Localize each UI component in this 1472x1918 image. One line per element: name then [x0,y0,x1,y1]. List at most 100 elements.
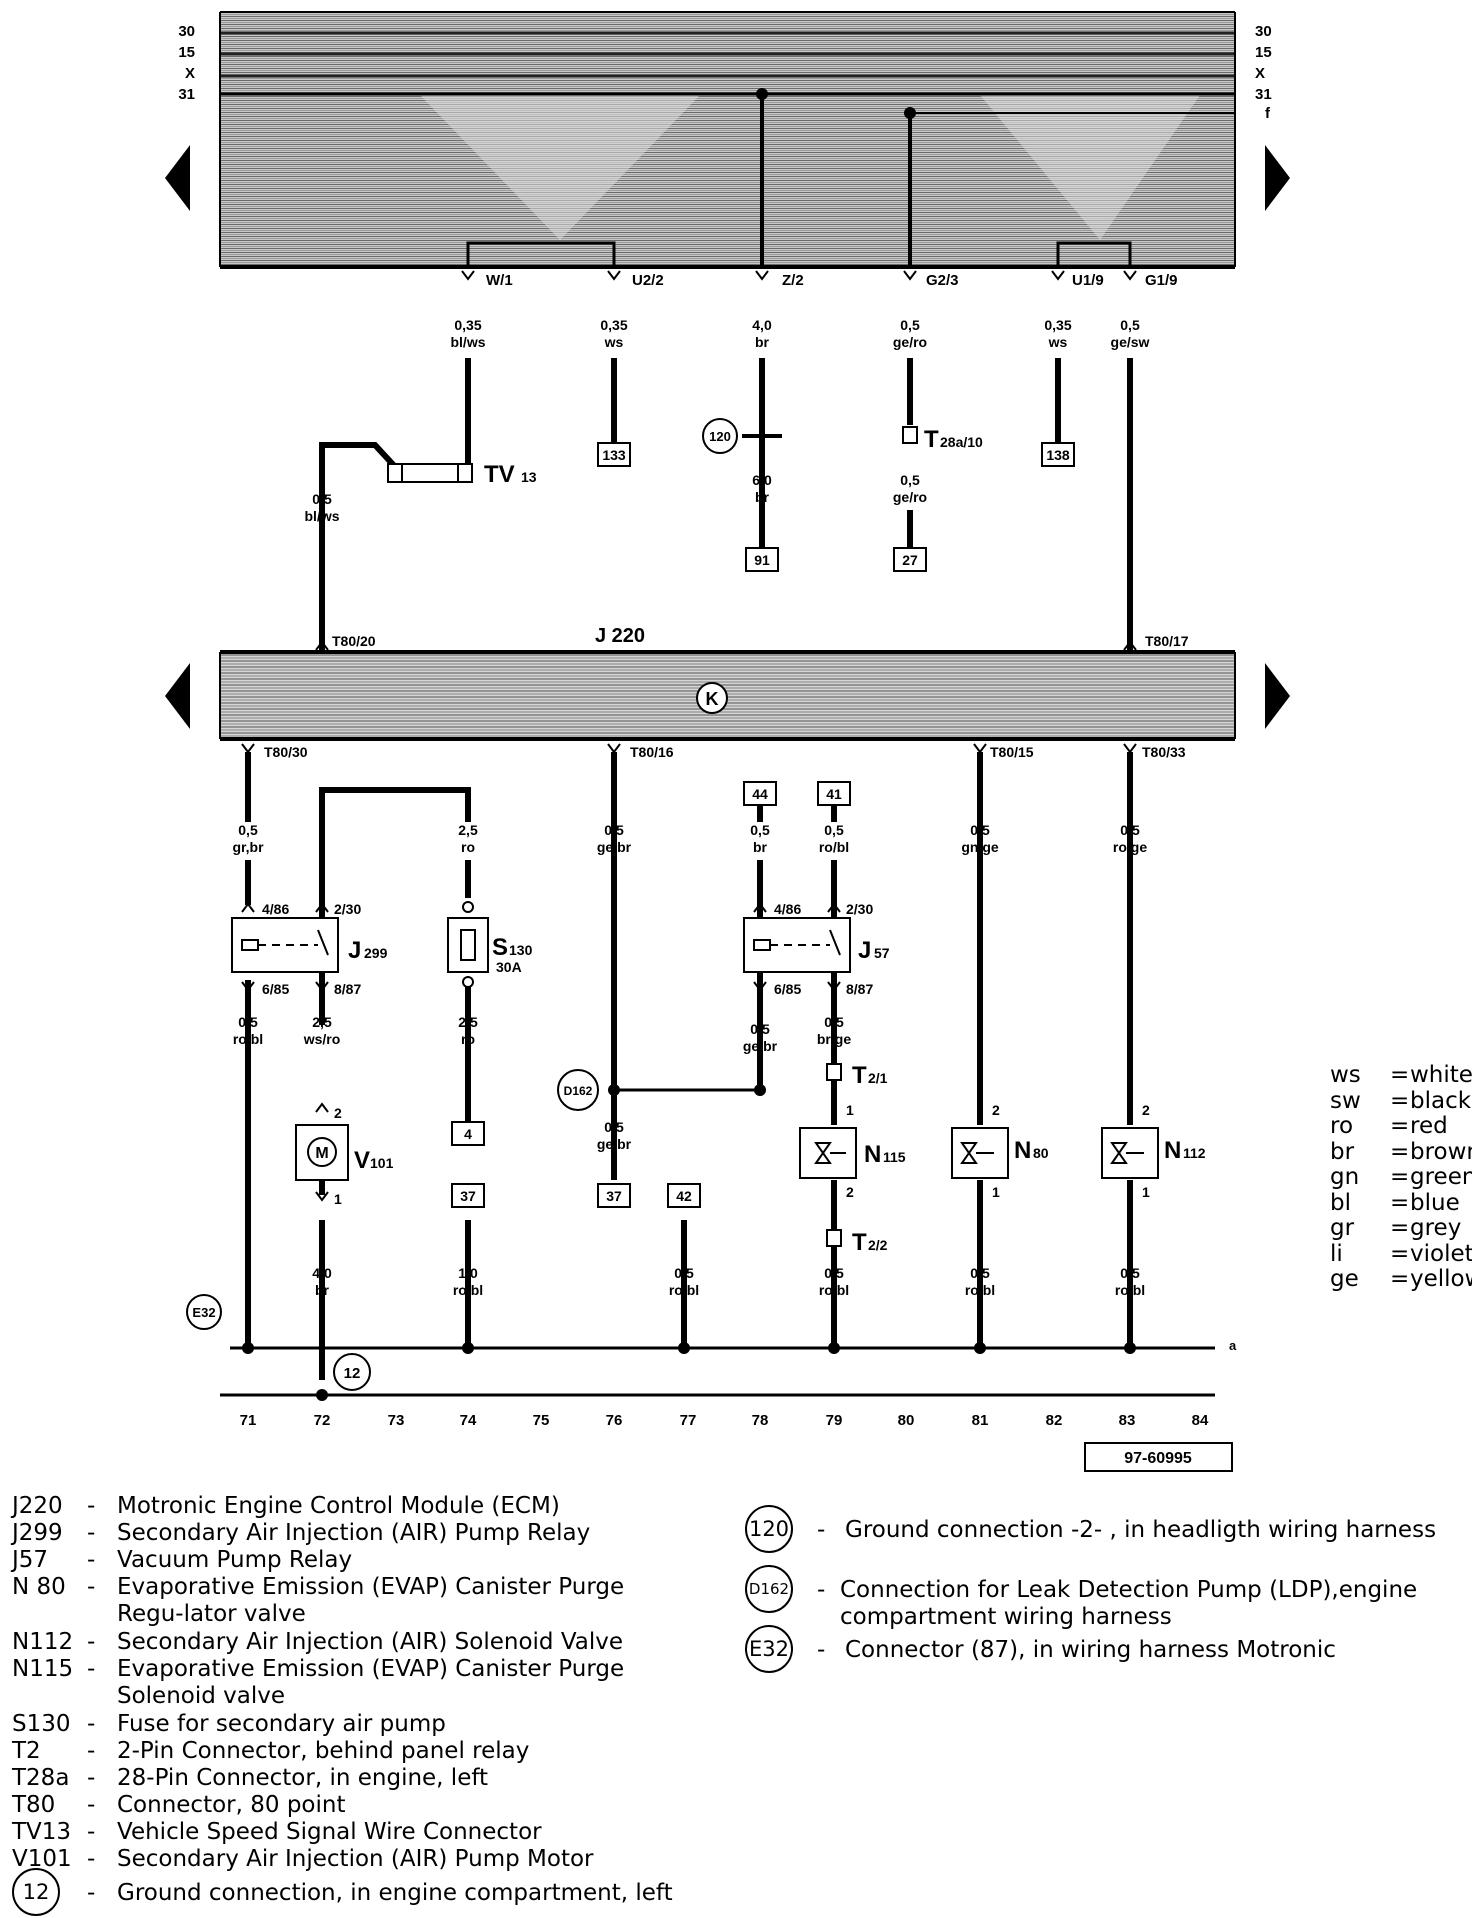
wire-color: br/ge [817,1031,851,1047]
bus-label-15-left: 15 [178,44,195,61]
s130-sub: 130 [509,942,533,958]
wire-size: 0,5 [750,822,770,838]
ref-box-37-a[interactable] [451,1183,485,1208]
n80-label: N [1014,1137,1031,1164]
diagram-number-box [1084,1442,1233,1472]
n115-valve [799,1127,857,1179]
pin-number: 2 [334,1105,342,1121]
terminal-w1: W/1 [486,272,513,289]
bus-label-31-left: 31 [178,86,195,103]
wire-color: gr,br [232,839,264,855]
bus-label-x-right: X [1255,65,1265,82]
ref-box-133[interactable] [597,442,631,467]
j299-label: J [348,937,361,964]
t28a-connector [902,426,918,444]
wire-size: 4,0 [312,1265,332,1281]
wire-size: 0,5 [970,822,990,838]
prev-page-arrow-icon[interactable] [165,145,190,211]
relay-pin: 8/87 [846,981,873,997]
wire-color: ro/bl [233,1031,263,1047]
wire-size: 0,5 [604,822,624,838]
t28a-sub: 28a/10 [940,434,983,450]
bus-label-30-left: 30 [178,23,195,40]
wire-size: 0,5 [1120,317,1140,333]
column-number: 80 [898,1412,915,1429]
ref-box-44[interactable] [743,781,777,806]
t2-2-connector [826,1229,842,1247]
ref-box-138[interactable] [1041,442,1075,467]
wire-color: ws [604,334,624,350]
ground-120-badge [702,418,738,454]
wire-color: ro/bl [1115,1282,1145,1298]
wire-size: 0,5 [824,1014,844,1030]
ref-box-42[interactable] [667,1183,701,1208]
column-number: 72 [314,1412,331,1429]
component-legend: J220-Motronic Engine Control Module (ECM… [12,1493,712,1916]
wire-color: ro [461,1031,475,1047]
terminal-u1-9: U1/9 [1072,272,1104,289]
column-number: 76 [606,1412,623,1429]
wire-size: 2,5 [312,1014,332,1030]
t80-16-label: T80/16 [630,744,674,760]
junction-dot [462,1342,474,1354]
bus-label-15-right: 15 [1255,44,1272,61]
next-page-arrow-icon[interactable] [1265,145,1290,211]
n112-label: N [1164,1137,1181,1164]
e32-legend-badge: E32 [745,1625,793,1673]
ground-120-label: 120 [709,429,731,444]
wire-color: br [753,839,768,855]
j220-label: J 220 [595,625,645,647]
junction-dot [608,1084,620,1096]
ref-box-4[interactable] [451,1121,485,1146]
column-number: 71 [240,1412,257,1429]
ref-box-41[interactable] [817,781,851,806]
bus-label-x-left: X [185,65,195,82]
relay-pin: 2/30 [846,901,873,917]
junction-dot [678,1342,690,1354]
junction-dot [754,1084,766,1096]
d162-legend-badge: D162 [745,1565,793,1613]
pin-number: 1 [334,1191,342,1207]
tv13-sub: 13 [521,469,537,485]
n80-sub: 80 [1033,1145,1049,1161]
prev-page-arrow-icon[interactable] [165,663,190,729]
ref-box-44-label: 44 [752,786,768,802]
t80-15-label: T80/15 [990,744,1034,760]
wire-color: br [755,489,770,505]
s130-label: S [492,934,508,961]
column-number: 81 [972,1412,989,1429]
ref-box-37-b[interactable] [597,1183,631,1208]
column-number: 73 [388,1412,405,1429]
ref-box-41-label: 41 [826,786,842,802]
v101-label: V [354,1147,370,1174]
terminal-u2-2: U2/2 [632,272,664,289]
wire-size: 0,5 [238,1014,258,1030]
ref-box-4-label: 4 [464,1126,472,1142]
pin-number: 2 [992,1102,1000,1118]
wire-size: 0,35 [600,317,627,333]
ref-box-42-label: 42 [676,1188,692,1204]
column-number: 77 [680,1412,697,1429]
junction-dot [242,1342,254,1354]
wire-size: 6,0 [752,472,772,488]
ref-box-138-label: 138 [1046,447,1070,463]
relay-pin: 4/86 [774,901,801,917]
next-page-arrow-icon[interactable] [1265,663,1290,729]
junction-dot [974,1342,986,1354]
wire-color: ro/bl [669,1282,699,1298]
wire-size: 0,5 [824,822,844,838]
n115-label: N [864,1141,881,1168]
j299-relay [231,917,339,973]
ref-box-91[interactable] [745,547,779,572]
column-number: 79 [826,1412,843,1429]
ref-box-27[interactable] [893,547,927,572]
top-bus-panel [219,11,1236,269]
ground-12-label: 12 [344,1365,361,1382]
wire-size: 0,5 [674,1265,694,1281]
line-a-label: a [1229,1338,1237,1353]
wire-color: br [315,1282,330,1298]
wire-size: 0,5 [604,1119,624,1135]
wire-color: ro [461,839,475,855]
terminal-g2-3: G2/3 [926,272,959,289]
